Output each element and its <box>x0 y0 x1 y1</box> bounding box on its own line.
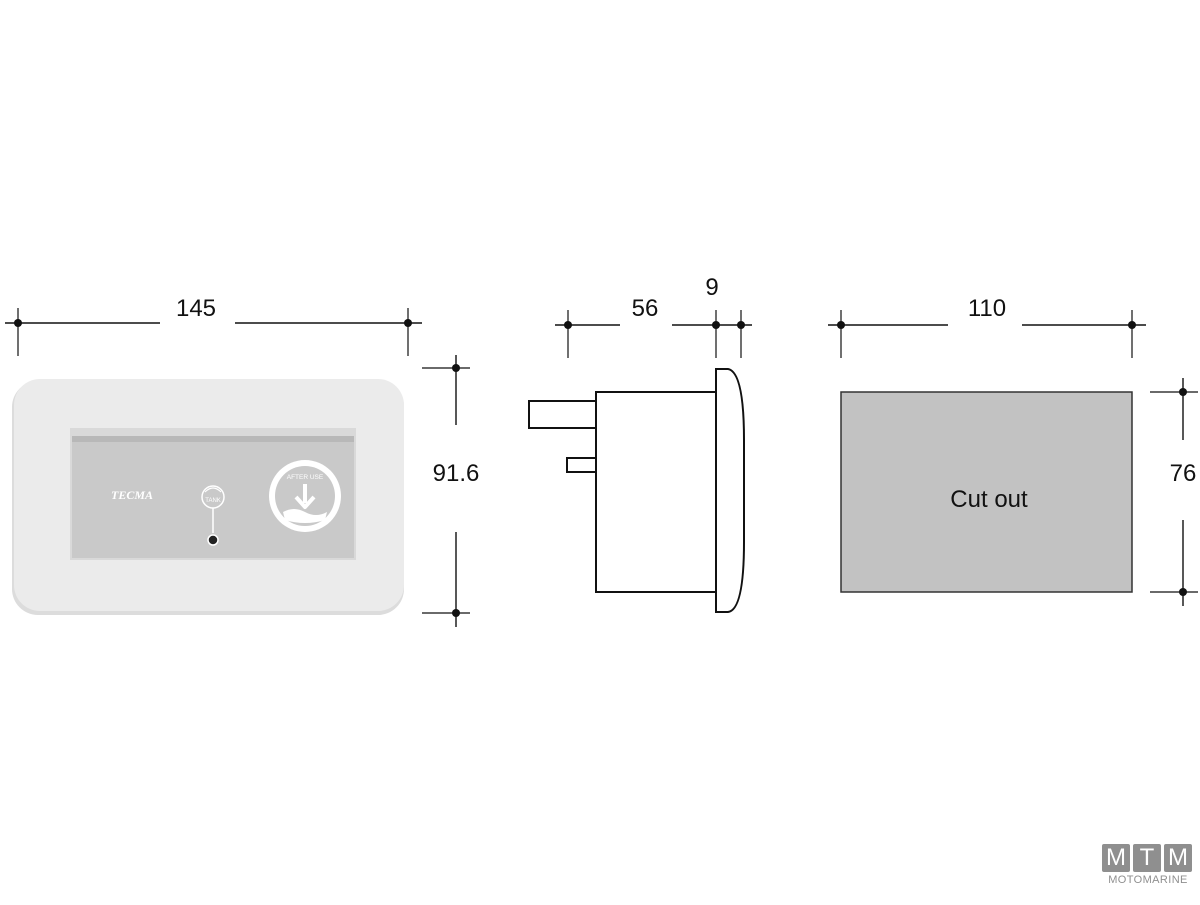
watermark-letter: M <box>1164 844 1192 872</box>
front-height-value: 91.6 <box>433 460 480 487</box>
cutout-height-value: 76 <box>1170 460 1197 487</box>
panel-inset-shade <box>72 436 354 442</box>
watermark-letters: M T M <box>1102 844 1194 872</box>
dimension-marker <box>712 321 720 329</box>
dimension-marker <box>1179 388 1187 396</box>
dimension-marker <box>14 319 22 327</box>
tank-icon-wave <box>204 487 222 493</box>
side-profile <box>528 368 745 613</box>
cutout-area <box>840 391 1133 593</box>
tank-led-icon <box>207 534 219 546</box>
watermark-letter: M <box>1102 844 1130 872</box>
front-width-dimension: 145 <box>5 295 422 356</box>
dimension-marker <box>1128 321 1136 329</box>
control-panel: TECMA TANK AFTER USE <box>12 379 404 615</box>
tank-label: TANK <box>205 498 221 504</box>
cutout-height-dimension: 76 <box>1150 378 1198 606</box>
watermark-subtitle: MOTOMARINE <box>1108 874 1188 886</box>
side-view: 56 9 <box>528 274 752 613</box>
side-depth-value: 56 <box>632 295 659 322</box>
front-view: 145 91.6 TECMA TANK <box>5 295 479 627</box>
connector-small <box>566 457 597 473</box>
side-flange-value: 9 <box>705 274 718 301</box>
dimension-marker <box>564 321 572 329</box>
dimension-marker <box>837 321 845 329</box>
front-width-value: 145 <box>176 295 216 322</box>
flush-button[interactable]: AFTER USE <box>269 460 341 532</box>
front-flange <box>715 368 745 613</box>
brand-logo: TECMA <box>111 488 153 502</box>
front-height-dimension: 91.6 <box>422 355 479 627</box>
dimension-marker <box>404 319 412 327</box>
side-depth-dimension: 56 9 <box>555 274 752 358</box>
cutout-width-dimension: 110 <box>828 295 1146 358</box>
flush-arrow-icon <box>294 484 316 509</box>
watermark-letter: T <box>1133 844 1161 872</box>
cutout-label: Cut out <box>950 486 1028 513</box>
dimension-marker <box>452 364 460 372</box>
cutout-width-value: 110 <box>968 295 1006 322</box>
dimension-marker <box>737 321 745 329</box>
dimension-marker <box>1179 588 1187 596</box>
connector-large <box>528 400 597 429</box>
housing-body <box>595 391 717 593</box>
tank-indicator: TANK <box>201 485 225 546</box>
cutout-view: 110 76 Cut out <box>828 295 1198 606</box>
after-use-label: AFTER USE <box>287 474 324 481</box>
dimension-marker <box>452 609 460 617</box>
watermark-logo: M T M MOTOMARINE <box>1102 844 1194 888</box>
water-wave-icon <box>283 509 327 523</box>
